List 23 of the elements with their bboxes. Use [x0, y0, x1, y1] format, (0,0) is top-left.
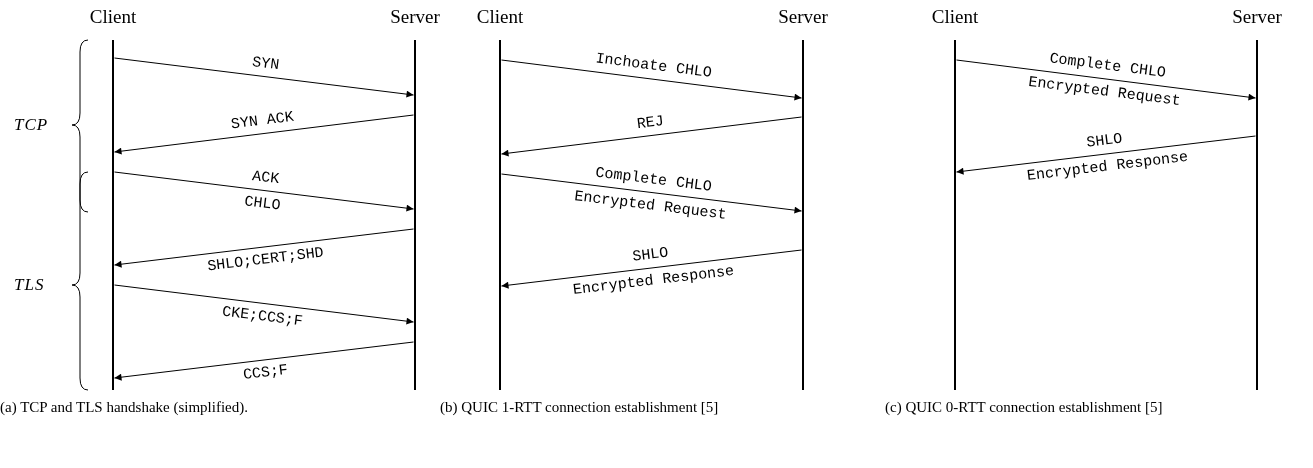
- message-arrow: [114, 341, 414, 381]
- message-arrow: [501, 249, 802, 289]
- lifeline-label: Server: [1232, 6, 1282, 28]
- subfigure-caption: (c) QUIC 0-RTT connection establishment [5]: [885, 398, 1164, 417]
- message-arrow: [114, 114, 414, 155]
- lifeline-label: Server: [778, 6, 828, 28]
- lifeline-label: Server: [390, 6, 440, 28]
- lifeline-label: Client: [89, 6, 137, 28]
- message-arrow: [114, 57, 414, 98]
- message-arrow: [114, 284, 414, 325]
- lifeline-label: Client: [476, 6, 524, 28]
- message-arrow: [956, 59, 1256, 101]
- message-arrow: [501, 173, 802, 214]
- subfigure-caption: (b) QUIC 1-RTT connection establishment [5]: [440, 398, 720, 417]
- subfigure-caption: (a) TCP and TLS handshake (simplified).: [0, 398, 249, 417]
- message-arrow: [956, 135, 1256, 175]
- message-arrow: [501, 59, 802, 101]
- phase-label: TLS: [14, 275, 45, 295]
- message-arrow: [114, 171, 414, 212]
- message-arrow: [501, 116, 802, 157]
- phase-label: TCP: [14, 115, 49, 135]
- message-arrow: [114, 228, 414, 268]
- lifeline-label: Client: [931, 6, 979, 28]
